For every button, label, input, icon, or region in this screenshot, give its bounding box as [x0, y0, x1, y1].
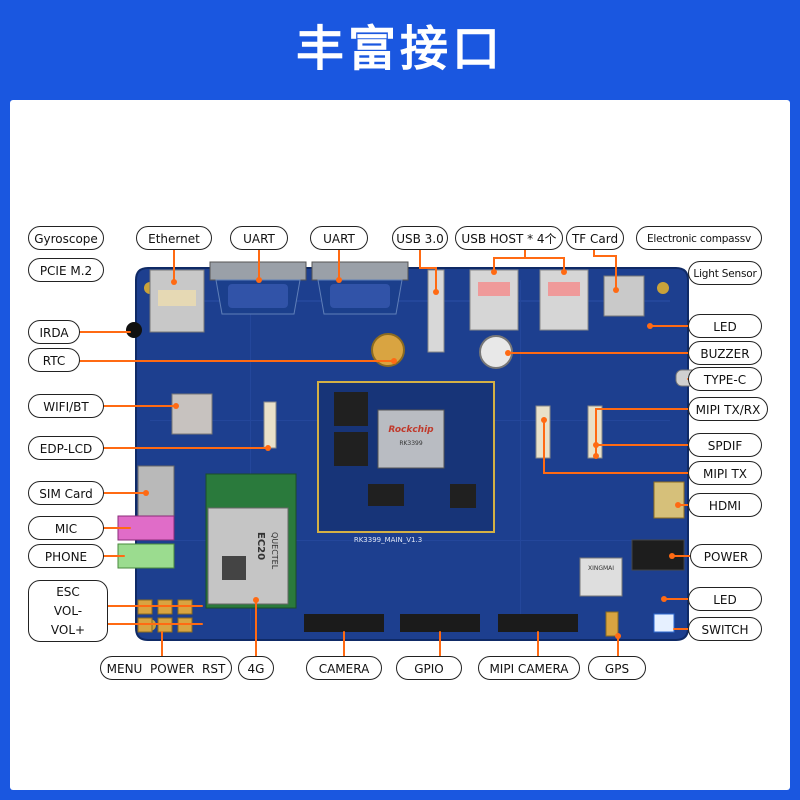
header-bar: 丰富接口: [0, 0, 800, 100]
phone-jack: [117, 543, 175, 569]
label-light-sensor: Light Sensor: [688, 261, 762, 285]
label-vol-plus: VOL+: [50, 623, 86, 637]
soc-chip: [377, 409, 445, 469]
label-usb-host: USB HOST * 4个: [455, 226, 563, 250]
label-menu-power-rst: MENU POWER RST: [100, 656, 232, 680]
label-power: POWER: [690, 544, 762, 568]
label-esc: ESC: [56, 585, 80, 599]
label-4g: 4G: [238, 656, 274, 680]
gps-antenna-connector: [605, 611, 619, 637]
label-usb3: USB 3.0: [392, 226, 448, 250]
label-mipi-camera: MIPI CAMERA: [478, 656, 580, 680]
gps-module: [579, 557, 623, 597]
leader-dots: [143, 269, 681, 639]
edp-connector: [263, 401, 277, 449]
label-electronic-compass: Electronic compassv: [636, 226, 762, 250]
label-buzzer: BUZZER: [688, 341, 762, 365]
label-irda: IRDA: [28, 320, 80, 344]
label-hdmi: HDMI: [688, 493, 762, 517]
module-brand: QUECTEL: [270, 532, 279, 570]
label-camera: CAMERA: [306, 656, 382, 680]
label-phone: PHONE: [28, 544, 104, 568]
usb-host-port-1: [469, 269, 519, 331]
label-sim-card: SIM Card: [28, 481, 104, 505]
label-edp-lcd: EDP-LCD: [28, 436, 104, 460]
label-uart-1: UART: [230, 226, 288, 250]
sim-card-slot: [137, 465, 175, 517]
tf-card-slot: [603, 275, 645, 317]
label-tf-card: TF Card: [566, 226, 624, 250]
usb-host-port-2: [539, 269, 589, 331]
hdmi-port: [653, 481, 685, 519]
module-model: EC20: [255, 532, 266, 560]
soc-model: RK3399: [399, 440, 423, 447]
label-gyroscope: Gyroscope: [28, 226, 104, 250]
label-switch: SWITCH: [688, 617, 762, 641]
uart-connector-2: [311, 261, 409, 315]
rtc-battery: [371, 333, 405, 367]
switch-component: [653, 613, 675, 633]
label-mipi-tx: MIPI TX: [688, 461, 762, 485]
label-uart-2: UART: [310, 226, 368, 250]
label-led-bottom: LED: [688, 587, 762, 611]
board-marking: RK3399_MAIN_V1.3: [354, 536, 422, 544]
leader-lines: [79, 248, 691, 657]
uart-connector-1: [209, 261, 307, 315]
camera-header: [304, 614, 384, 632]
label-spdif: SPDIF: [688, 433, 762, 457]
label-gps: GPS: [588, 656, 646, 680]
label-key-group: ESC VOL- VOL+: [28, 580, 108, 642]
mipi-camera-header: [498, 614, 578, 632]
label-type-c: TYPE-C: [688, 367, 762, 391]
gps-module-brand: XINGMAI: [588, 565, 614, 572]
label-pcie: PCIE M.2: [28, 258, 104, 282]
label-led-top: LED: [688, 314, 762, 338]
label-wifi-bt: WIFI/BT: [28, 394, 104, 418]
soc-marking: Rockchip: [388, 425, 434, 435]
label-vol-minus: VOL-: [53, 604, 83, 618]
gpio-header: [400, 614, 480, 632]
wifi-bt-module: [171, 393, 213, 435]
label-gpio: GPIO: [396, 656, 462, 680]
page-title: 丰富接口: [295, 21, 504, 77]
label-ethernet: Ethernet: [136, 226, 212, 250]
label-mipi-txrx: MIPI TX/RX: [688, 397, 768, 421]
label-rtc: RTC: [28, 348, 80, 372]
label-mic: MIC: [28, 516, 104, 540]
ir-receiver: [126, 322, 142, 338]
